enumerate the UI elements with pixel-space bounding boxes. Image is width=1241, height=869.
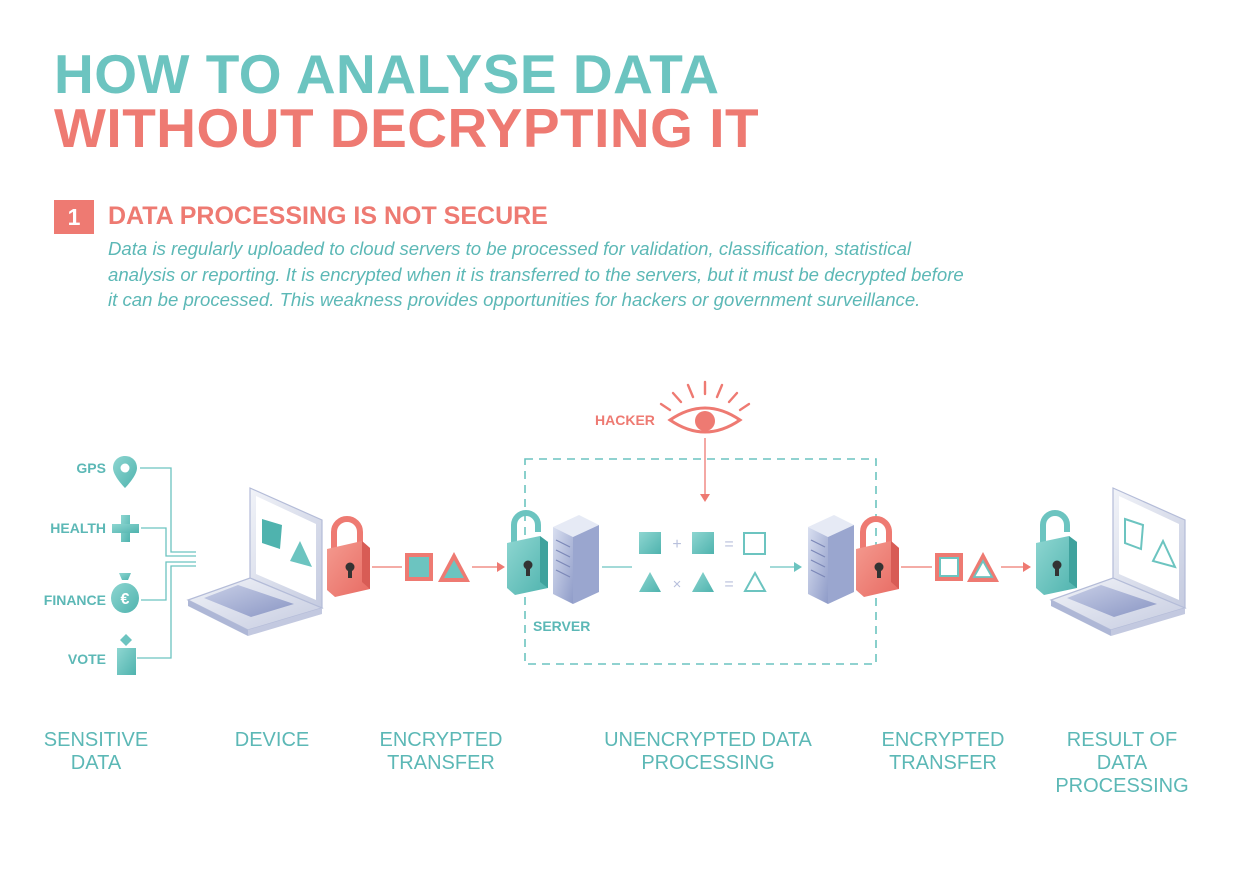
stage-device: DEVICE [234, 729, 310, 751]
unlocked-padlock-icon [507, 510, 548, 595]
result-square-icon [743, 532, 766, 555]
unlocked-padlock-icon [1036, 510, 1077, 595]
encrypted-result-triangle-icon [967, 552, 999, 582]
gps-label: GPS [76, 460, 106, 476]
vote-input [117, 634, 136, 675]
location-pin-icon [113, 456, 137, 488]
stage-sensitive-data: SENSITIVE DATA [43, 729, 149, 774]
stage-encrypted-transfer-1: ENCRYPTED TRANSFER [379, 729, 503, 774]
hacker-label: HACKER [595, 412, 655, 428]
step-heading: DATA PROCESSING IS NOT SECURE [108, 202, 548, 230]
data-square-icon [692, 532, 714, 554]
vote-label: VOTE [67, 651, 106, 667]
data-square-icon [639, 532, 661, 554]
money-bag-icon: € [111, 573, 139, 613]
padlock-icon [327, 516, 370, 597]
medical-cross-icon [112, 515, 139, 542]
ballot-box-icon [117, 634, 136, 675]
padlock-icon [856, 516, 899, 597]
encrypted-square-icon [405, 553, 433, 581]
title-line-2: WITHOUT DECRYPTING IT [54, 97, 760, 159]
server-icon [808, 515, 854, 604]
step-number-badge: 1 [54, 200, 94, 234]
health-input [112, 515, 139, 542]
encrypted-triangle-icon [438, 552, 470, 582]
stage-result: RESULT OF DATA PROCESSING [1055, 729, 1189, 797]
equals-operator: = [724, 536, 733, 553]
result-triangle-icon [743, 570, 767, 592]
hacker-eye-icon [659, 380, 751, 434]
encrypted-result-square-icon [935, 553, 963, 581]
finance-input: € [111, 573, 139, 613]
device-laptop-icon [186, 487, 324, 636]
stage-unencrypted-processing: UNENCRYPTED DATA PROCESSING [604, 729, 812, 774]
gps-input [113, 456, 137, 488]
data-triangle-icon [692, 572, 714, 592]
step-description: Data is regularly uploaded to cloud serv… [108, 238, 964, 310]
input-connectors [137, 467, 196, 659]
data-triangle-icon [639, 572, 661, 592]
health-label: HEALTH [50, 520, 106, 536]
plus-operator: + [672, 536, 681, 553]
equals-operator: = [724, 576, 733, 593]
title-line-1: HOW TO ANALYSE DATA [54, 43, 720, 105]
finance-label: FINANCE [43, 592, 106, 608]
times-operator: × [673, 576, 682, 593]
stage-encrypted-transfer-2: ENCRYPTED TRANSFER [881, 729, 1005, 774]
euro-sign: € [121, 591, 130, 608]
server-icon [553, 515, 599, 604]
result-laptop-icon [1049, 487, 1187, 636]
server-label: SERVER [533, 618, 591, 634]
